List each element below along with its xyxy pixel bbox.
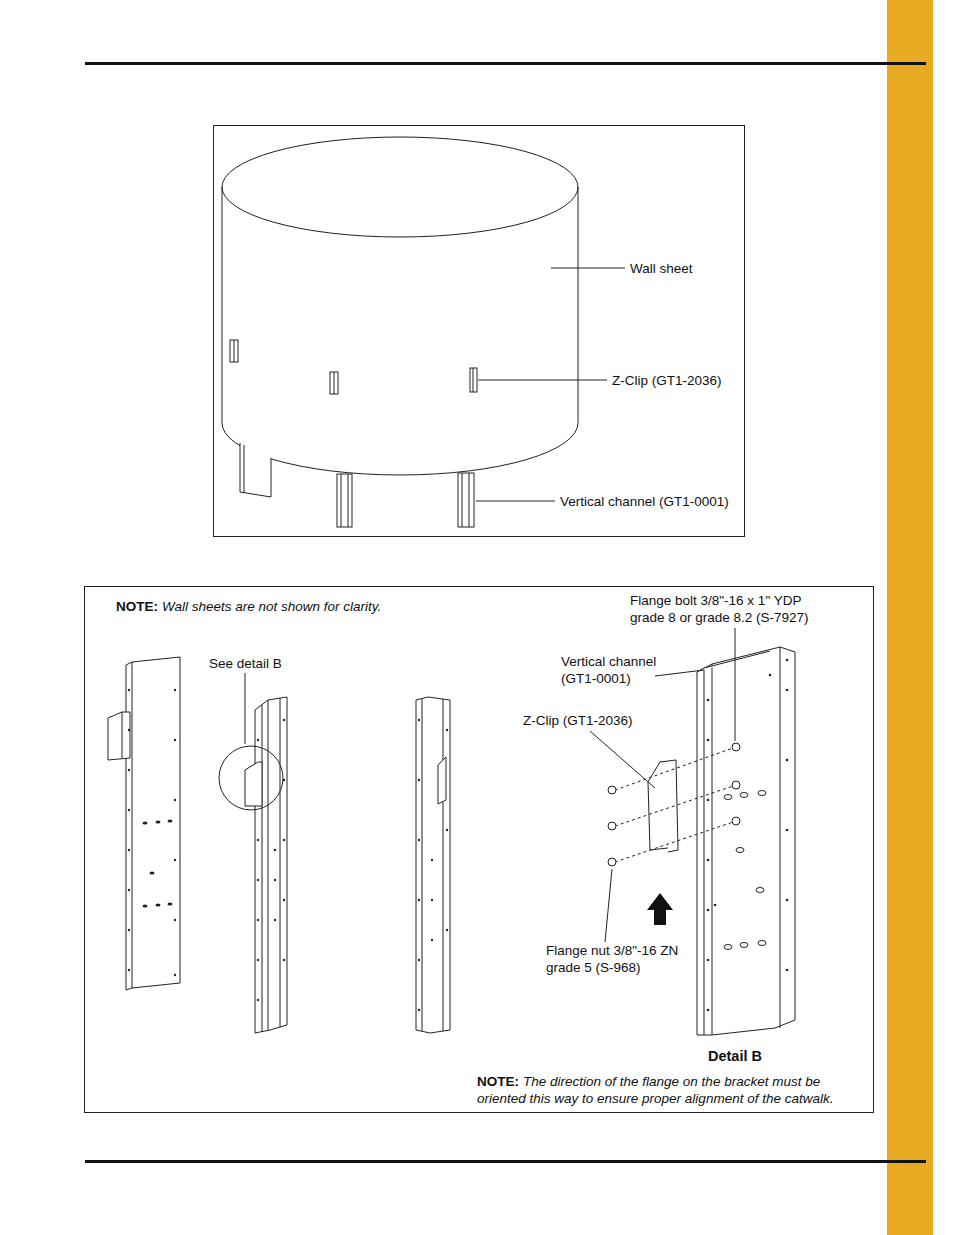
header-rule (85, 62, 926, 65)
direction-arrow (647, 893, 673, 925)
figure-frame (214, 126, 745, 537)
reference-label: See detail B (209, 656, 282, 671)
note-text: Wall sheets are not shown for clarity. (162, 599, 381, 614)
leader-lines-top (476, 268, 625, 501)
note-block: NOTE: Wall sheets are not shown for clari… (116, 598, 516, 615)
part-label: Vertical channel (GT1-0001) (560, 494, 729, 509)
leader-line (245, 673, 246, 744)
detail-title: Detail B (708, 1048, 762, 1064)
footer-rule (85, 1160, 926, 1163)
label-block: Z-Clip (GT1-2036) (523, 712, 633, 729)
part-label: Wall sheet (630, 261, 693, 276)
detail-slots (724, 791, 766, 950)
label-block: Flange bolt 3/8"-16 x 1" YDP grade 8 or … (630, 592, 830, 626)
holes-2 (257, 719, 285, 1001)
holes-3 (418, 719, 448, 1011)
part-label: Vertical channel (GT1-0001) (561, 654, 656, 686)
flange-nuts (608, 786, 616, 866)
part-label: Z-Clip (GT1-2036) (612, 373, 722, 388)
detail-frame (85, 587, 874, 1113)
part-label: Z-Clip (GT1-2036) (523, 713, 633, 728)
channels-below-wall (240, 443, 474, 527)
label-block: Detail B (708, 1048, 762, 1065)
label-block: Z-Clip (GT1-2036) (612, 372, 722, 389)
label-block: Vertical channel (GT1-0001) (561, 653, 691, 687)
detail-holes (707, 659, 789, 1012)
note-heading: NOTE: (116, 599, 158, 614)
note-heading: NOTE: (477, 1074, 519, 1089)
side-tab (887, 0, 933, 1235)
detail-channel (697, 647, 795, 1035)
bolt-paths (615, 748, 733, 862)
note-block: NOTE:The direction of the flange on the … (477, 1073, 855, 1107)
part-label: Flange bolt 3/8"-16 x 1" YDP grade 8 or … (630, 593, 809, 625)
label-block: Vertical channel (GT1-0001) (560, 493, 729, 510)
label-block: See detail B (209, 655, 282, 672)
note-text: The direction of the flange on the brack… (477, 1074, 833, 1106)
label-block: Wall sheet (630, 260, 693, 277)
flange-bolts (732, 743, 740, 825)
vertical-channel-2 (219, 697, 287, 1033)
label-block: Flange nut 3/8"-16 ZN grade 5 (S-968) (546, 942, 686, 976)
part-label: Flange nut 3/8"-16 ZN grade 5 (S-968) (546, 943, 678, 975)
z-clips-on-wall (230, 340, 477, 394)
holes-1 (128, 689, 176, 976)
vertical-channel-1 (108, 657, 180, 990)
bin-cylinder (222, 137, 578, 475)
vertical-channel-3 (416, 697, 450, 1033)
